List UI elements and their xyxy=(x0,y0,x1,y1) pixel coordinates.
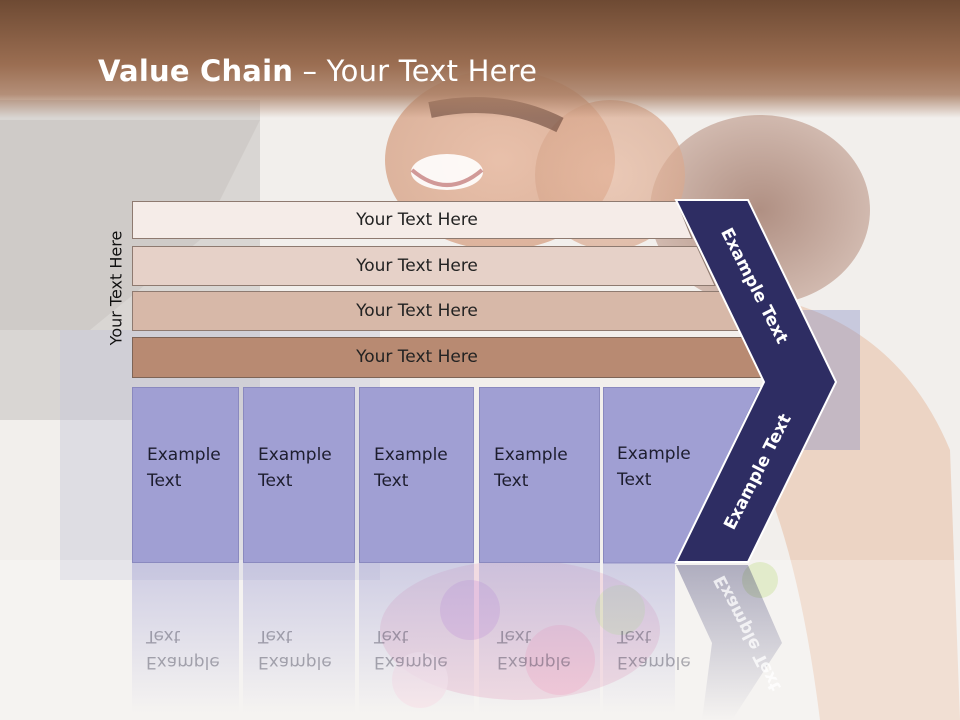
primary-column-2: Example Text xyxy=(243,387,355,563)
primary-column-2-label: Example Text xyxy=(258,445,332,491)
support-row-2-label: Your Text Here xyxy=(356,256,478,276)
support-row-1-shape xyxy=(132,201,693,239)
support-row-2-shape xyxy=(132,246,716,286)
title-rest: – Your Text Here xyxy=(293,54,538,88)
side-label: Your Text Here xyxy=(106,230,126,346)
primary-column-4-label: Example Text xyxy=(494,445,568,491)
slide-title: Value Chain – Your Text Here xyxy=(98,54,537,88)
primary-column-1-label: Example Text xyxy=(147,445,221,491)
support-row-3-label: Your Text Here xyxy=(356,301,478,321)
margin-chevron xyxy=(674,199,838,563)
primary-column-1: Example Text xyxy=(132,387,239,563)
support-row-4-label: Your Text Here xyxy=(356,347,478,367)
support-row-1-label: Your Text Here xyxy=(356,210,478,230)
title-bold: Value Chain xyxy=(98,54,294,88)
primary-column-5-label: Example Text xyxy=(617,444,691,490)
primary-column-5: Example Text xyxy=(603,387,691,563)
primary-column-4: Example Text xyxy=(479,387,600,563)
title-band xyxy=(0,0,960,118)
primary-column-3-label: Example Text xyxy=(374,445,448,491)
primary-column-3: Example Text xyxy=(359,387,474,563)
